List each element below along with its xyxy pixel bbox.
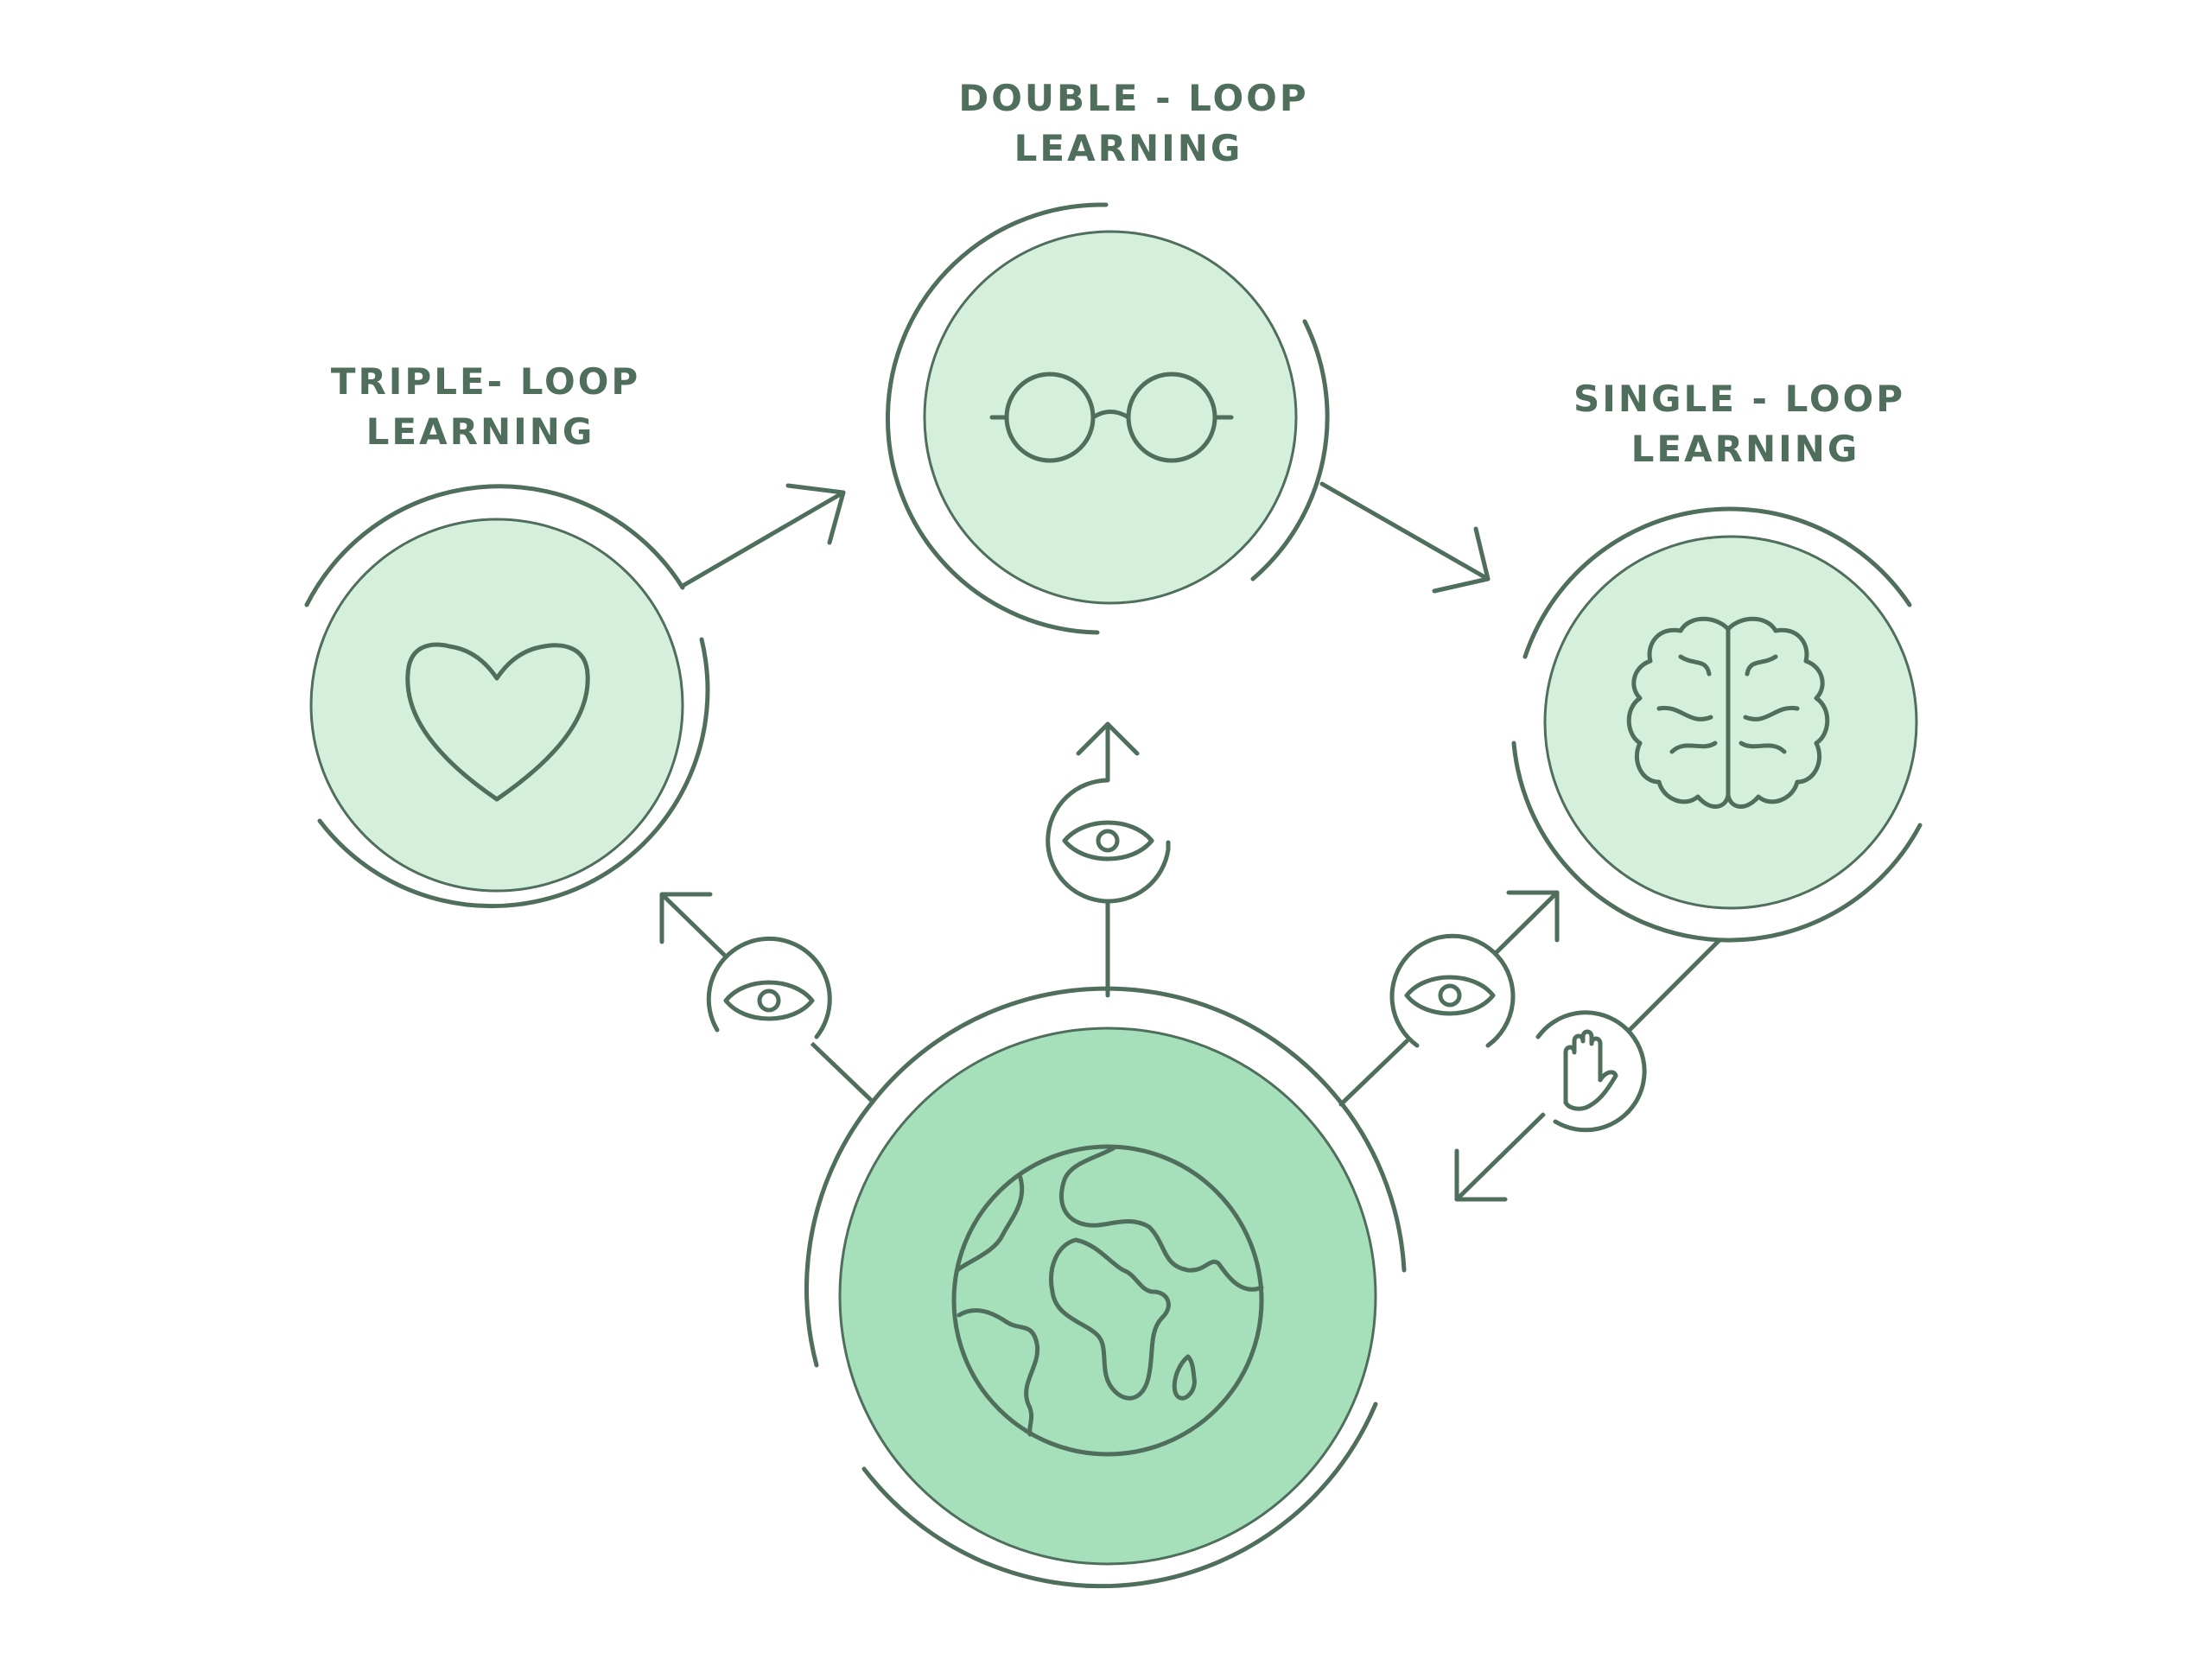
eye-badge-triple (706, 936, 832, 1061)
triple-loop-inner-ring (309, 518, 684, 893)
arrow-world-to-double (1076, 721, 1140, 998)
triple-loop-outer-arc-bottom (317, 637, 710, 909)
world-inner-ring (838, 1027, 1377, 1566)
triple-loop-label: TRIPLE- LOOP LEARNING (331, 360, 640, 453)
arrow-world-to-single (1338, 890, 1560, 1107)
triple-loop-label-line2: LEARNING (366, 410, 595, 453)
triple-loop-disc (311, 519, 683, 891)
triple-loop-outer-arc-top (304, 484, 685, 607)
single-loop-label-line1: SINGLE - LOOP (1573, 378, 1905, 420)
world-outer-arc-bottom (861, 1402, 1378, 1589)
arrow-world-to-triple (659, 892, 875, 1104)
eye-icon (1062, 820, 1154, 861)
single-loop-outer-arc-bottom (1511, 741, 1923, 943)
world-disc (840, 1028, 1376, 1564)
brain-icon (1626, 616, 1830, 809)
double-loop-label-line1: DOUBLE - LOOP (958, 77, 1308, 119)
double-loop-outer-arc-left (886, 202, 1109, 635)
hand-badge (1527, 1010, 1647, 1133)
arrow-single-to-world (1454, 938, 1722, 1202)
eye-badge-single (1389, 933, 1516, 1056)
triple-loop-node (304, 484, 710, 909)
globe-icon (951, 1144, 1264, 1457)
heart-icon (405, 642, 590, 802)
arrow-double-to-single (1319, 481, 1491, 594)
eye-icon (1404, 975, 1496, 1016)
single-loop-node (1511, 506, 1923, 943)
double-loop-label: DOUBLE - LOOP LEARNING (958, 77, 1308, 169)
double-loop-label-line2: LEARNING (1014, 127, 1243, 169)
single-loop-disc (1545, 537, 1916, 908)
double-loop-disc (925, 232, 1296, 603)
triple-loop-label-line1: TRIPLE- LOOP (331, 360, 640, 403)
double-loop-outer-arc-right (1250, 319, 1330, 582)
glasses-icon (989, 372, 1234, 463)
hand-icon (1563, 1029, 1618, 1111)
world-node (804, 986, 1407, 1589)
eye-badge-double (1046, 778, 1171, 904)
world-outer-arc-right (870, 986, 1407, 1273)
single-loop-label-line2: LEARNING (1631, 428, 1860, 470)
single-loop-outer-arc-top (1522, 506, 1912, 659)
double-loop-inner-ring (923, 230, 1298, 605)
single-loop-label: SINGLE - LOOP LEARNING (1573, 378, 1905, 470)
single-loop-inner-ring (1543, 535, 1918, 910)
double-loop-node (886, 202, 1330, 635)
world-outer-arc-left (804, 1099, 875, 1368)
eye-icon (723, 980, 815, 1021)
arrow-triple-to-double (680, 483, 846, 588)
